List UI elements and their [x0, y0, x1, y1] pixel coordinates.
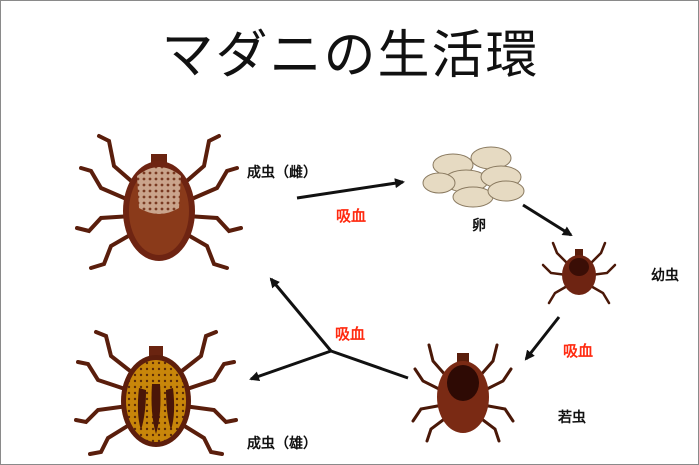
label-nymph: 若虫	[558, 410, 586, 426]
nymph-tick	[411, 343, 515, 443]
label-feeding-3: 吸血	[563, 342, 594, 360]
label-egg: 卵	[472, 218, 486, 234]
arrow-nymph-to-female	[269, 277, 333, 352]
label-adult-female: 成虫（雌）	[247, 165, 317, 181]
arrow-nymph-branch	[330, 349, 409, 380]
label-larva: 幼虫	[651, 268, 679, 284]
arrow-egg-to-larva	[522, 203, 573, 237]
arrow-female-to-egg	[296, 178, 405, 200]
adult-female-tick	[75, 134, 243, 270]
label-feeding-1: 吸血	[336, 207, 367, 225]
egg-cluster	[422, 146, 525, 208]
diagram-title: マダニの生活環	[161, 26, 540, 86]
arrow-larva-to-nymph	[524, 316, 561, 361]
larva-tick	[541, 241, 617, 305]
adult-male-tick	[74, 330, 238, 456]
arrow-nymph-to-male	[249, 349, 332, 382]
label-feeding-2: 吸血	[335, 325, 366, 343]
label-adult-male: 成虫（雄）	[247, 436, 317, 452]
